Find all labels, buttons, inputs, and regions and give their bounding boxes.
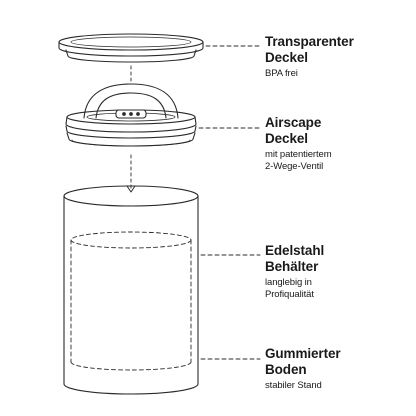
label-title: Edelstahl Behälter [265, 243, 415, 275]
title-line: Deckel [265, 50, 308, 65]
title-line: Transparenter [265, 34, 354, 49]
airscape-lid-drawing [65, 83, 197, 147]
title-line: Airscape [265, 115, 322, 130]
label-description: mit patentiertem 2-Wege-Ventil [265, 149, 415, 173]
label-steel-container: Edelstahl Behälter langlebig in Profiqua… [265, 243, 415, 301]
label-title: Transparenter Deckel [265, 34, 415, 66]
desc-line: langlebig in [265, 277, 312, 288]
desc-line: stabiler Stand [265, 380, 322, 391]
title-line: Gummierter [265, 346, 341, 361]
label-description: stabiler Stand [265, 380, 415, 392]
desc-line: Profiqualität [265, 289, 314, 300]
container-drawing [63, 185, 199, 395]
title-line: Boden [265, 362, 307, 377]
desc-line: BPA frei [265, 68, 298, 79]
title-line: Edelstahl [265, 243, 325, 258]
label-title: Gummierter Boden [265, 346, 415, 378]
insert-arrow [126, 185, 136, 193]
label-description: BPA frei [265, 68, 415, 80]
title-line: Behälter [265, 259, 319, 274]
label-airscape-lid: Airscape Deckel mit patentiertem 2-Wege-… [265, 115, 415, 173]
transparent-lid-drawing [58, 33, 204, 63]
label-transparent-lid: Transparenter Deckel BPA frei [265, 34, 415, 80]
desc-line: 2-Wege-Ventil [265, 161, 324, 172]
label-title: Airscape Deckel [265, 115, 415, 147]
label-description: langlebig in Profiqualität [265, 277, 415, 301]
title-line: Deckel [265, 131, 308, 146]
desc-line: mit patentiertem [265, 149, 332, 160]
label-rubber-base: Gummierter Boden stabiler Stand [265, 346, 415, 392]
